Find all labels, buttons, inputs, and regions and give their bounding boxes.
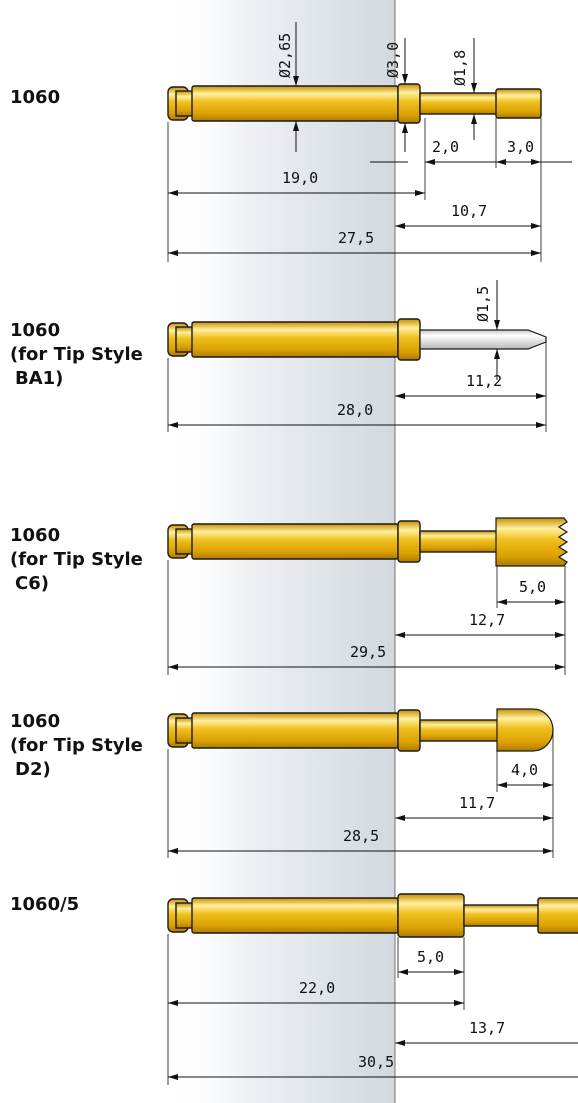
dim-len-127: 12,7 — [469, 611, 505, 629]
probe-label-1060-c6: 1060 (for Tip Style C6) — [10, 524, 143, 596]
dim-len-117: 11,7 — [459, 794, 495, 812]
dimensions-1060-c6: 5,0 12,7 29,5 — [167, 560, 566, 675]
dimensions-1060-d2: 4,0 11,7 28,5 — [167, 731, 554, 858]
dim-len-280: 28,0 — [337, 401, 373, 419]
probe-1060-c6 — [167, 517, 569, 567]
dimensions-1060: Ø2,65 Ø3,0 Ø1,8 2,0 3,0 19,0 10,7 27,5 — [167, 22, 572, 262]
probe-label-line: (for Tip Style — [10, 549, 143, 570]
probe-label-line: 1060 — [10, 320, 61, 341]
probe-1060 — [167, 83, 542, 124]
probe-label-1060-ba1: 1060 (for Tip Style BA1) — [10, 319, 143, 391]
dim-len-107: 10,7 — [451, 202, 487, 220]
probe-label-line: D2) — [15, 759, 51, 780]
probe-label-line: 1060 — [10, 87, 61, 108]
dimensions-1060-5: 5,0 22,0 13,7 30,5 — [167, 934, 578, 1085]
dim-d-tip: Ø1,5 — [474, 286, 492, 322]
probe-1060-d2 — [167, 708, 554, 752]
dim-len-19: 19,0 — [282, 169, 318, 187]
dim-d-barrel: Ø2,65 — [276, 33, 294, 78]
dim-d-collar: Ø3,0 — [384, 42, 402, 78]
dim-len-305: 30,5 — [358, 1053, 394, 1071]
dim-len-220: 22,0 — [299, 979, 335, 997]
dim-d-tip: Ø1,8 — [451, 50, 469, 86]
probe-label-line: (for Tip Style — [10, 344, 143, 365]
dim-len-295: 29,5 — [350, 643, 386, 661]
probe-label-line: 1060 — [10, 525, 61, 546]
probe-label-line: C6) — [15, 573, 49, 594]
probe-label-1060-5: 1060/5 — [10, 893, 79, 917]
dim-len-40: 4,0 — [511, 761, 538, 779]
probe-label-line: BA1) — [15, 368, 64, 389]
probe-label-line: (for Tip Style — [10, 735, 143, 756]
probe-label-line: 1060/5 — [10, 894, 80, 915]
dim-len-285: 28,5 — [343, 827, 379, 845]
dim-len-3: 3,0 — [507, 138, 534, 156]
dim-len-112: 11,2 — [466, 372, 502, 390]
probe-1060-5 — [167, 893, 578, 938]
probe-label-line: 1060 — [10, 711, 61, 732]
dim-len-137: 13,7 — [469, 1019, 505, 1037]
dim-len-2: 2,0 — [432, 138, 459, 156]
probe-1060-ba1 — [167, 318, 547, 361]
dim-len-275: 27,5 — [338, 229, 374, 247]
dim-len-50: 5,0 — [417, 948, 444, 966]
dimensions-1060-ba1: Ø1,5 11,2 28,0 — [167, 280, 547, 432]
dim-len-50: 5,0 — [519, 578, 546, 596]
probe-label-1060-d2: 1060 (for Tip Style D2) — [10, 710, 143, 782]
probe-label-1060: 1060 — [10, 86, 60, 110]
